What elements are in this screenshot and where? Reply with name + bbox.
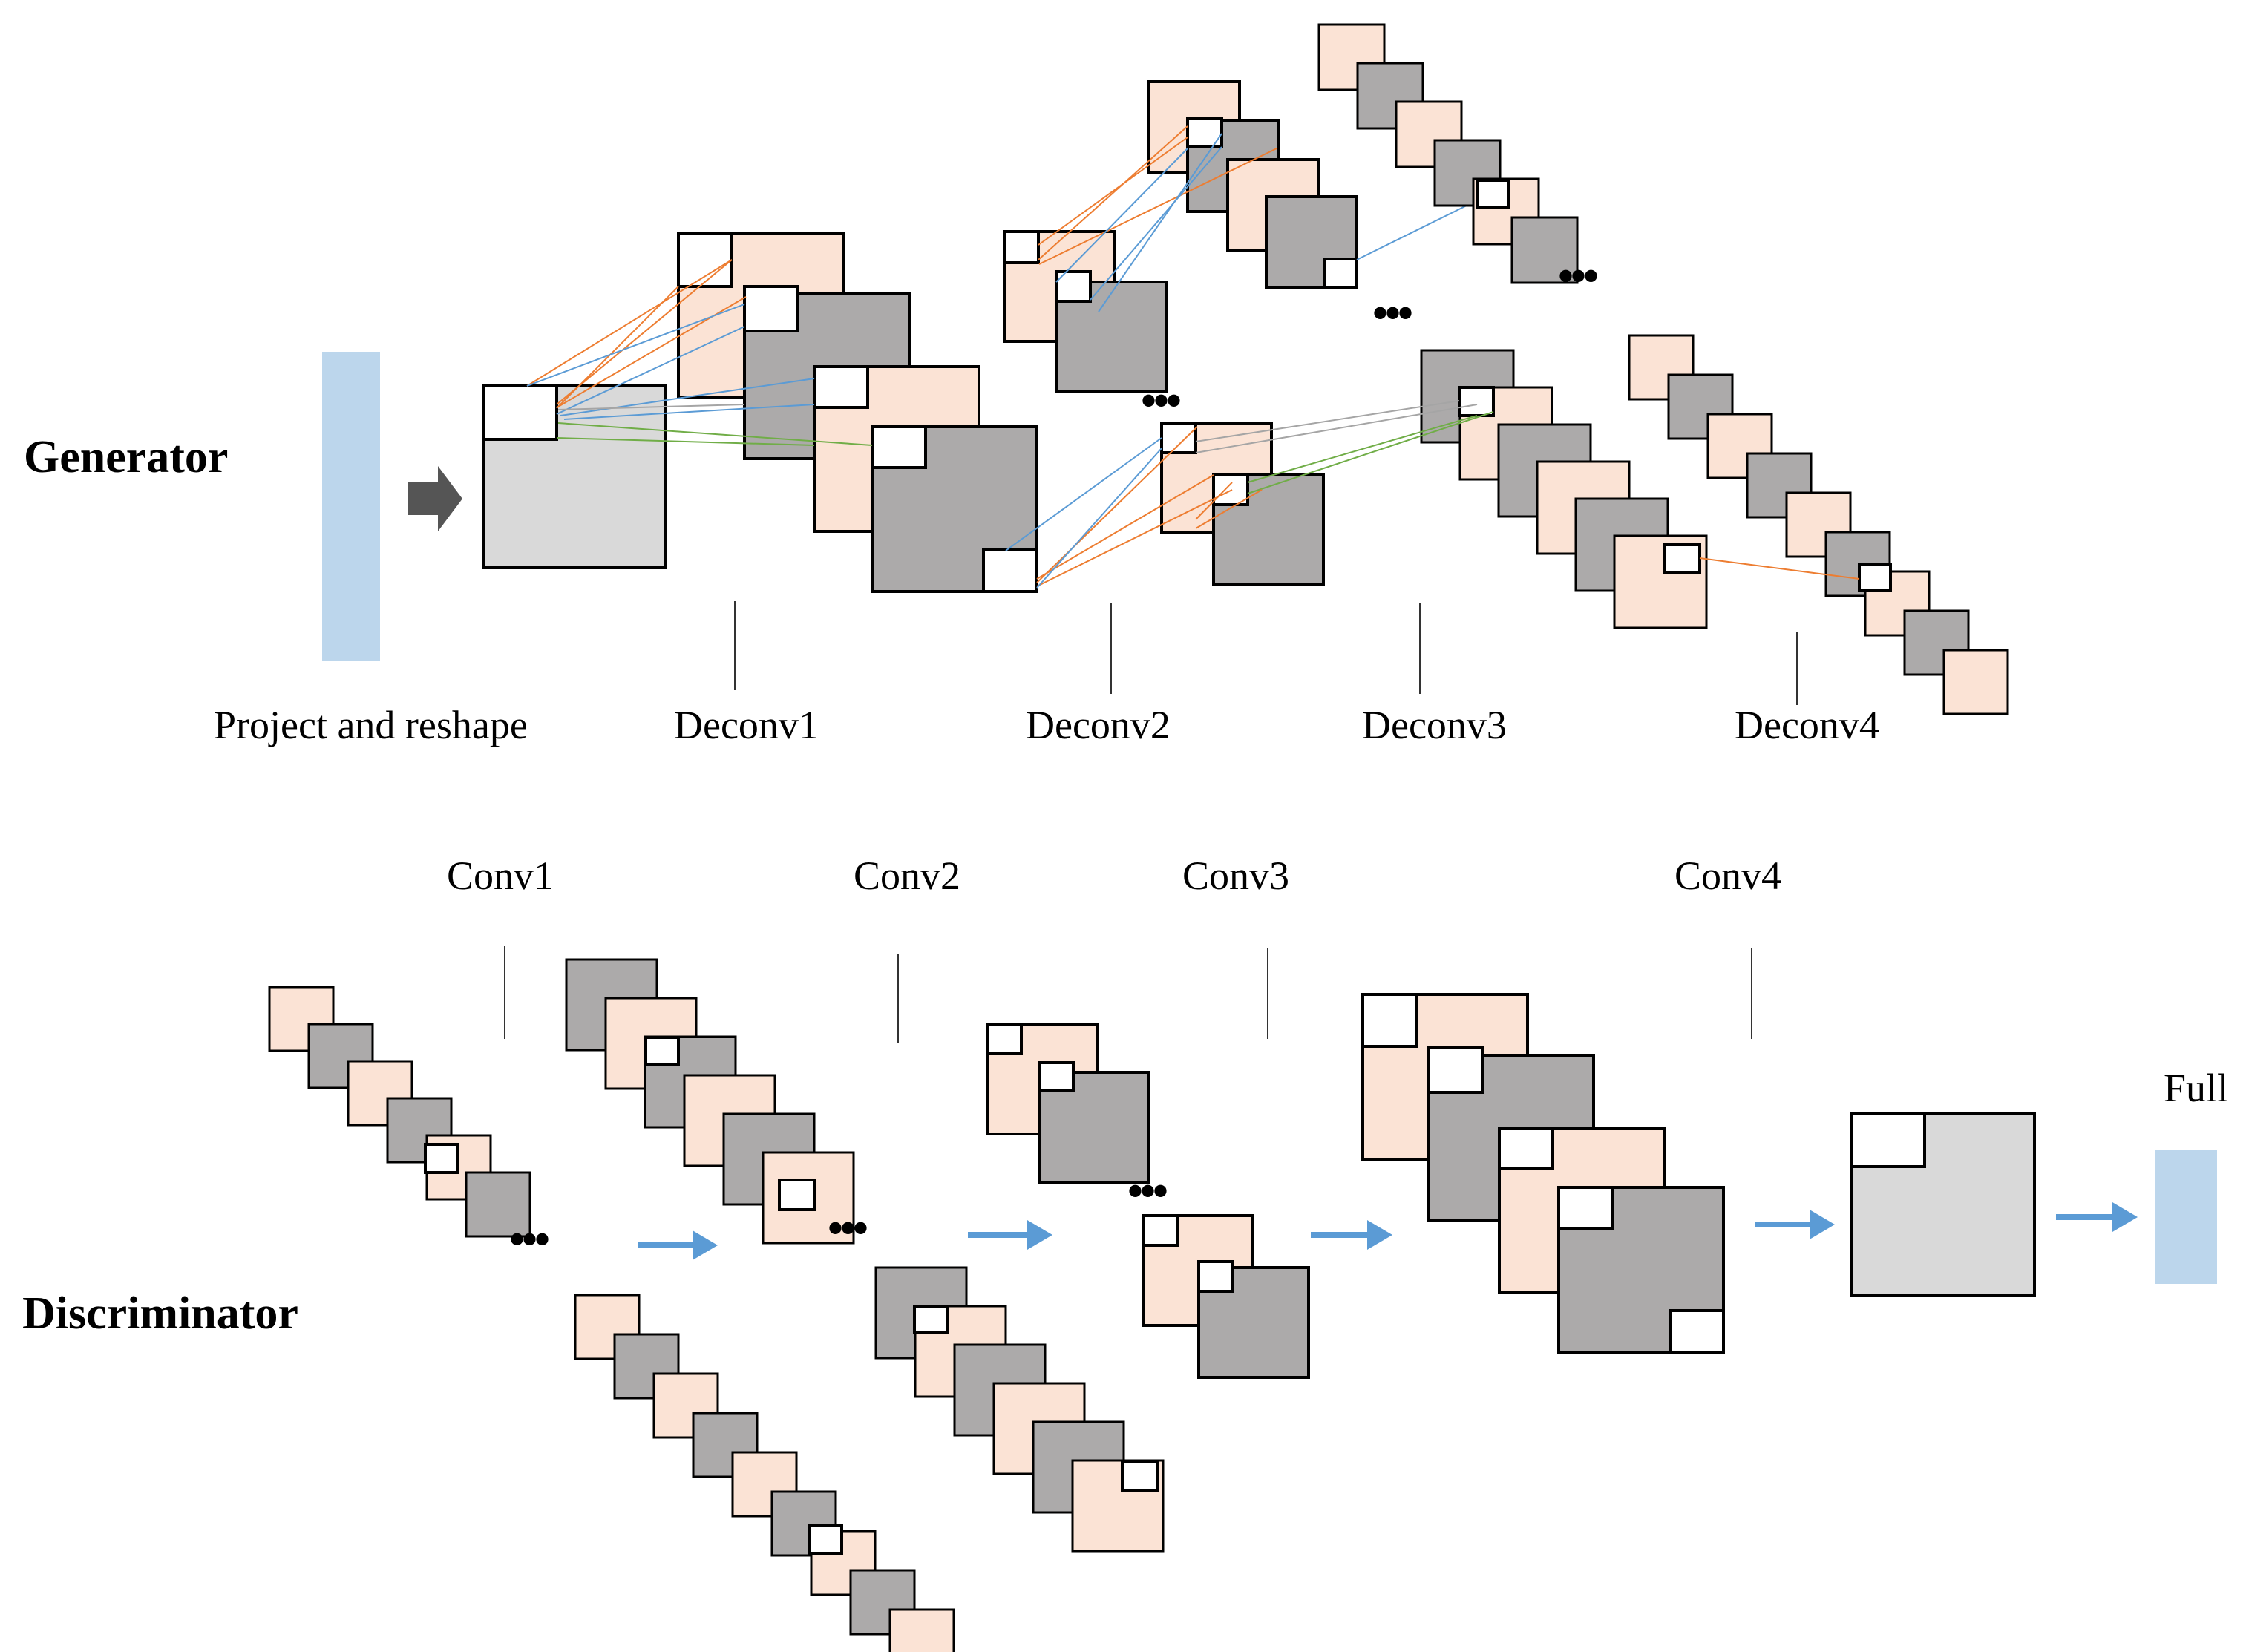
conn-blue-g3-0 bbox=[1356, 200, 1478, 260]
generator-input-arrow bbox=[408, 466, 462, 531]
conv3b-kernel-1 bbox=[1197, 1260, 1234, 1293]
conn-orange-g3-0 bbox=[1195, 482, 1233, 520]
discriminator-reshape-kernel bbox=[1850, 1112, 1926, 1168]
conn-green-g3-0 bbox=[1247, 415, 1478, 483]
reshape-kernel bbox=[482, 384, 558, 441]
label-deconv1: Deconv1 bbox=[674, 703, 819, 747]
conv4-kernel-0 bbox=[1361, 993, 1418, 1048]
label-conv1: Conv1 bbox=[447, 853, 554, 898]
conv4-kernel-3 bbox=[1557, 1186, 1614, 1230]
label-deconv3: Deconv3 bbox=[1362, 703, 1507, 747]
conn-orange-g3-1 bbox=[1195, 489, 1263, 529]
conn-orange-g2-0 bbox=[1036, 474, 1214, 580]
label-deconv4: Deconv4 bbox=[1735, 703, 1879, 747]
deconv3a-kernel-1 bbox=[1323, 258, 1358, 289]
discriminator-title: Discriminator bbox=[22, 1288, 298, 1339]
conv1a-kernel-0 bbox=[424, 1143, 459, 1174]
deconv3a-kernel-0 bbox=[1186, 117, 1223, 148]
arrow-conv1-conv2-head bbox=[693, 1230, 718, 1260]
deconv2b-map-1 bbox=[1212, 473, 1325, 586]
conv1b-map-1 bbox=[613, 1333, 680, 1400]
conn-orange-g2-1 bbox=[1036, 489, 1233, 587]
arrow-conv4-reshape-head bbox=[1810, 1210, 1835, 1239]
conn-orange-g2-2 bbox=[1036, 426, 1198, 583]
deconv1-kernel-1 bbox=[743, 285, 799, 332]
deconv2a-kernel-0 bbox=[1003, 230, 1040, 264]
ellipsis-deconv2: ••• bbox=[1141, 376, 1180, 425]
conv1b-map-8 bbox=[888, 1608, 955, 1652]
generator-input-vector bbox=[322, 352, 380, 661]
conv2b-kernel-0 bbox=[913, 1305, 949, 1334]
conv2b-kernel-1 bbox=[1121, 1461, 1159, 1492]
deconv4b-kernel-0 bbox=[1858, 563, 1892, 592]
conn-blue-g1-3 bbox=[563, 404, 815, 420]
conn-blue-g1-1 bbox=[556, 326, 745, 415]
conv4-kernel-1 bbox=[1427, 1046, 1484, 1094]
conv3b-kernel-0 bbox=[1142, 1214, 1179, 1247]
deconv1-kernel-3 bbox=[871, 425, 927, 469]
conv3a-kernel-0 bbox=[986, 1023, 1023, 1055]
arrow-conv3-conv4-head bbox=[1367, 1220, 1392, 1250]
ellipsis-conv2: ••• bbox=[828, 1204, 867, 1253]
label-full: Full bbox=[2164, 1066, 2228, 1110]
conv3a-kernel-1 bbox=[1038, 1061, 1075, 1092]
deconv4a-kernel-0 bbox=[1476, 179, 1510, 209]
conn-gray-g1-0 bbox=[557, 404, 745, 410]
ellipsis-conv1: ••• bbox=[509, 1215, 549, 1264]
deconv2b-kernel-0 bbox=[1160, 422, 1197, 454]
deconv2b-kernel-1 bbox=[1212, 473, 1249, 506]
conn-orange-g2b-0 bbox=[1038, 137, 1188, 246]
label-conv3: Conv3 bbox=[1182, 853, 1289, 898]
conn-blue-g2-0 bbox=[1005, 437, 1162, 551]
deconv1-kernel-0 bbox=[677, 232, 733, 288]
conv1b-kernel-0 bbox=[808, 1524, 843, 1555]
conn-blue-g2b-2 bbox=[1098, 133, 1222, 312]
conn-orange-g1-1 bbox=[556, 259, 733, 405]
conv1b-map-2 bbox=[652, 1372, 719, 1439]
ellipsis-deconv4: ••• bbox=[1558, 252, 1597, 301]
diagram-shapes bbox=[268, 23, 2217, 1652]
conn-green-g3-1 bbox=[1247, 411, 1494, 494]
label-project-and-reshape: Project and reshape bbox=[214, 703, 528, 747]
deconv3b-map-5 bbox=[1613, 534, 1708, 629]
deconv1-kernel-2 bbox=[813, 365, 869, 409]
conn-blue-g2-1 bbox=[1036, 448, 1162, 589]
conn-blue-g1-0 bbox=[526, 304, 745, 387]
arrow-conv2-conv3-head bbox=[1027, 1220, 1052, 1250]
conv1a-map-5 bbox=[465, 1171, 531, 1238]
deconv4b-map-8 bbox=[1942, 649, 2009, 715]
ellipsis-conv3: ••• bbox=[1127, 1167, 1167, 1216]
conv2a-kernel-0 bbox=[644, 1036, 680, 1066]
deconv4a-map-5 bbox=[1510, 216, 1579, 284]
ellipsis-deconv3-upper: ••• bbox=[1372, 289, 1412, 338]
conn-orange-g4-0 bbox=[1699, 557, 1860, 580]
arrow-reshape-full-head bbox=[2112, 1202, 2138, 1232]
conn-orange-g2b-1 bbox=[1038, 125, 1188, 260]
deconv3b-kernel-1 bbox=[1663, 543, 1701, 574]
full-output-vector bbox=[2155, 1150, 2217, 1284]
conn-blue-g2b-1 bbox=[1090, 146, 1222, 301]
conn-orange-g1-0 bbox=[526, 259, 733, 387]
conn-gray-g3-1 bbox=[1195, 404, 1478, 453]
conn-orange-g1-2 bbox=[556, 286, 679, 409]
conn-green-g1-1 bbox=[557, 422, 873, 446]
generator-title: Generator bbox=[24, 432, 228, 482]
label-conv4: Conv4 bbox=[1674, 853, 1781, 898]
deconv2a-kernel-1 bbox=[1055, 270, 1092, 303]
conn-gray-g3-0 bbox=[1195, 400, 1460, 442]
deconv1-kernel-out bbox=[982, 548, 1038, 593]
conn-blue-g2b-0 bbox=[1055, 148, 1188, 283]
label-conv2: Conv2 bbox=[854, 853, 960, 898]
conv4-kernel-out bbox=[1669, 1309, 1725, 1354]
conv4-kernel-2 bbox=[1498, 1127, 1554, 1170]
conv2a-kernel-1 bbox=[778, 1179, 816, 1211]
conn-orange-g2b-2 bbox=[1038, 148, 1277, 265]
conn-green-g1-0 bbox=[556, 437, 815, 446]
deconv3b-kernel-0 bbox=[1458, 386, 1495, 417]
label-deconv2: Deconv2 bbox=[1026, 703, 1171, 747]
conv1a-map-0 bbox=[268, 986, 335, 1052]
conn-blue-g1-2 bbox=[560, 378, 815, 416]
